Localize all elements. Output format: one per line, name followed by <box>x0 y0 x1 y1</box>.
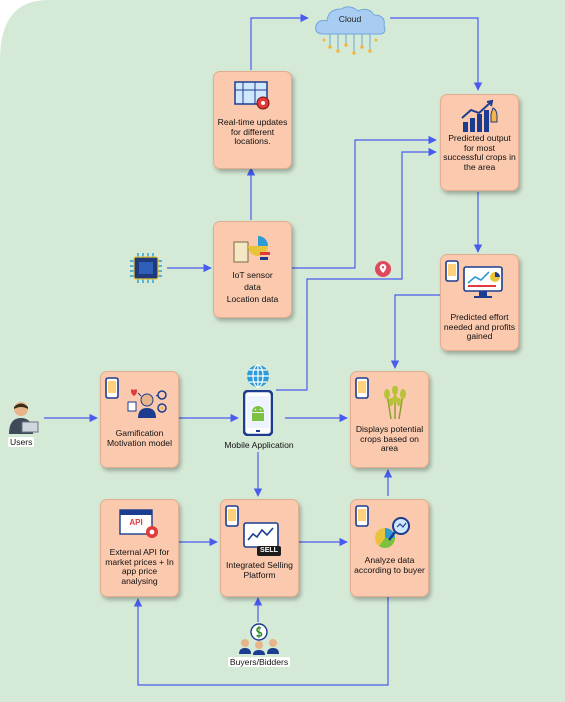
box-gamification: Gamification Motivation model <box>100 371 179 468</box>
box-predicted-output: Predicted output for most successful cro… <box>440 94 519 191</box>
predicted-effort-label: Predicted effort needed and profits gain… <box>443 312 516 342</box>
predicted-output-label: Predicted output for most successful cro… <box>443 133 516 172</box>
cloud-icon: Cloud <box>310 2 390 60</box>
connectors <box>44 13 483 686</box>
gamification-label: Gamification Motivation model <box>107 428 172 448</box>
api-settings-icon: API <box>119 508 159 545</box>
user-with-laptop-icon <box>6 400 40 439</box>
buyers-text: Buyers/Bidders <box>227 657 291 667</box>
box-iot-sensor: IoT sensor data Location data <box>213 221 292 318</box>
box-displays-crops: Displays potential crops based on area <box>350 371 429 468</box>
api-text: API <box>129 518 143 527</box>
box-predicted-effort: Predicted effort needed and profits gain… <box>440 254 519 351</box>
arrow-effort-to-displays <box>390 294 440 369</box>
users-label: Users <box>8 437 35 447</box>
analytics-icon <box>232 232 272 269</box>
arrow-cloud-to-predicted-output <box>390 17 483 91</box>
buyers-group-icon <box>238 623 280 660</box>
data-analysis-icon <box>373 516 413 557</box>
selling-label: Integrated Selling Platform <box>226 560 293 580</box>
iot-line1: IoT sensor <box>232 270 273 280</box>
arrow-iot-to-predicted-output <box>291 135 437 269</box>
map-pin-icon <box>233 78 271 115</box>
box-selling-platform: SELL Integrated Selling Platform <box>220 499 299 597</box>
wheat-icon <box>379 385 411 425</box>
box-external-api: API External API for market prices + In … <box>100 499 179 597</box>
phone-icon <box>225 505 239 532</box>
phone-icon <box>355 377 369 404</box>
smartphone-android-icon <box>242 389 274 441</box>
arrow-analyze-to-api <box>133 596 389 686</box>
arrow-mobile-to-predicted-output <box>276 147 437 391</box>
buyers-label: Buyers/Bidders <box>222 657 296 667</box>
displays-label: Displays potential crops based on area <box>355 424 424 454</box>
microchip-icon <box>129 252 163 289</box>
phone-icon <box>445 260 459 287</box>
realtime-label: Real-time updates for different location… <box>217 117 288 147</box>
external-api-label: External API for market prices + In app … <box>105 547 174 586</box>
box-realtime-updates: Real-time updates for different location… <box>213 71 292 169</box>
motivation-icon <box>125 386 169 425</box>
sell-text: SELL <box>260 547 278 554</box>
iot-line3: Location data <box>226 294 279 304</box>
users-text: Users <box>8 437 35 447</box>
location-pin-icon <box>374 260 392 283</box>
arrow-realtime-to-cloud <box>250 13 309 70</box>
dashboard-monitor-icon <box>463 265 503 304</box>
mobile-app-label: Mobile Application <box>224 440 294 450</box>
growth-chart-icon <box>459 98 501 139</box>
sell-monitor-icon: SELL <box>243 522 283 563</box>
cloud-label: Cloud <box>338 14 362 24</box>
iot-line2: data <box>244 282 261 292</box>
phone-icon <box>355 505 369 532</box>
phone-icon <box>105 377 119 404</box>
globe-icon <box>246 364 270 393</box>
box-analyze-data: Analyze data according to buyer <box>350 499 429 597</box>
analyze-label: Analyze data according to buyer <box>354 555 425 575</box>
